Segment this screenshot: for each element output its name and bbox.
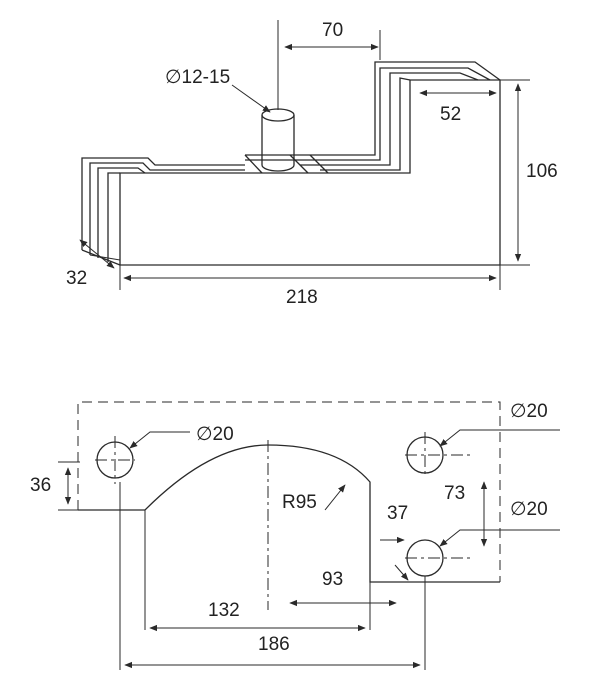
plate-layer-1 (81, 157, 245, 250)
leader-d20-rb (439, 529, 560, 547)
pivot-top (261, 108, 295, 122)
label-d20-left: ∅20 (196, 424, 234, 445)
leader-d20-left (129, 431, 190, 449)
groove-right (309, 154, 329, 174)
leader-r95 (324, 484, 346, 511)
label-218: 218 (286, 287, 318, 308)
label-32: 32 (66, 268, 87, 289)
leader-d20-rt (439, 429, 560, 447)
pivot-bottom (261, 164, 295, 172)
plate-layer-2 (89, 162, 245, 255)
groove-left (244, 154, 263, 174)
label-186: 186 (258, 634, 290, 655)
dashed-outline (77, 401, 501, 582)
plan-profile (78, 444, 500, 583)
leader-93-hole (394, 564, 409, 581)
pivot-cylinder (261, 115, 295, 165)
label-37: 37 (387, 503, 408, 524)
label-70: 70 (322, 20, 343, 41)
top-slot-plate-4 (320, 77, 411, 171)
label-r95: R95 (282, 492, 317, 513)
leader-12-15 (231, 84, 271, 113)
label-36: 36 (30, 475, 51, 496)
top-slot-plate (245, 61, 501, 156)
label-d20-rt: ∅20 (510, 401, 548, 422)
label-12-15: ∅12-15 (165, 67, 230, 88)
dim-line-32 (79, 239, 115, 269)
top-view: 70 ∅12-15 52 106 32 218 (66, 20, 558, 308)
label-52: 52 (440, 104, 461, 125)
label-93: 93 (322, 569, 343, 590)
groove-mid (289, 154, 309, 174)
top-slot-plate-3 (300, 72, 479, 166)
bottom-view: ∅20 ∅20 ∅20 36 R95 37 73 93 132 186 (30, 401, 560, 670)
label-106: 106 (526, 161, 558, 182)
label-73: 73 (444, 483, 465, 504)
label-d20-rb: ∅20 (510, 499, 548, 520)
plate-layer-4 (107, 172, 120, 262)
top-slot-plate-2 (245, 67, 491, 161)
label-132: 132 (208, 600, 240, 621)
plate-layer-3 (97, 167, 146, 258)
